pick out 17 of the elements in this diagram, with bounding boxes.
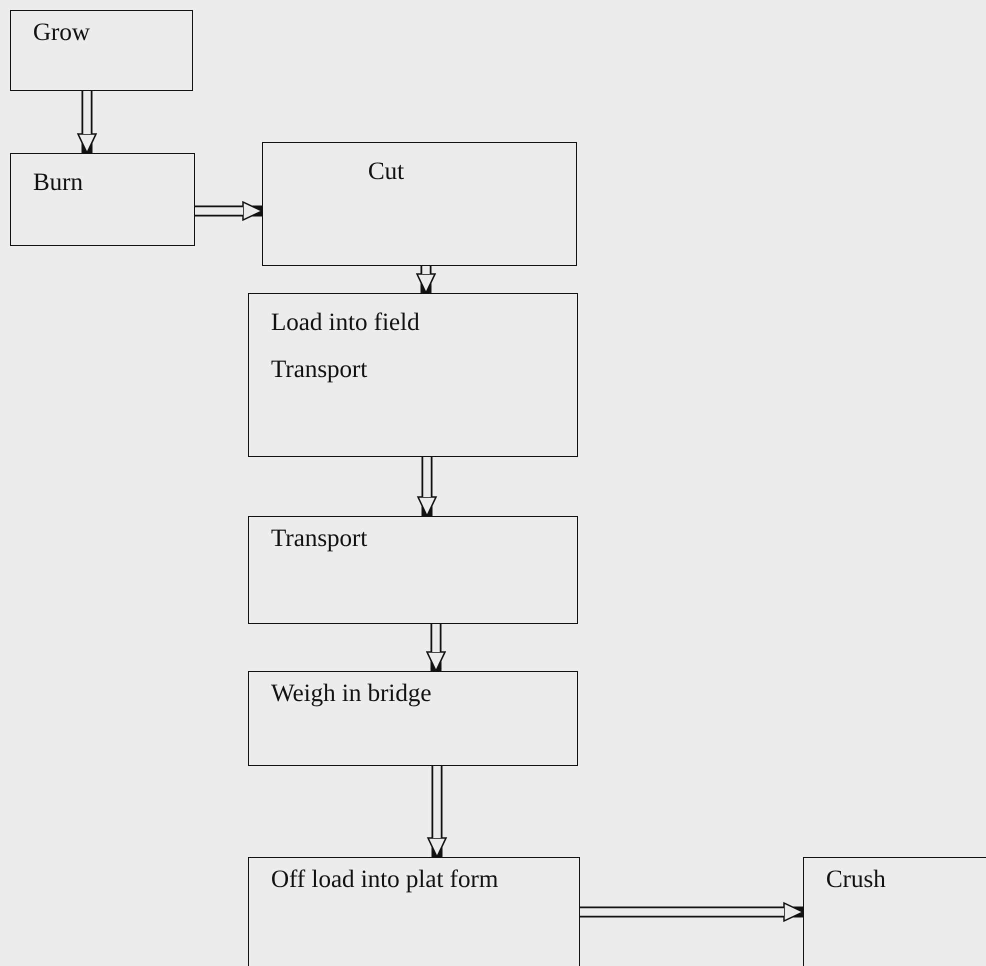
process-box [248,857,580,966]
process-box [248,293,578,457]
step-label: Cut [368,158,404,186]
step-label: Load into field [271,309,420,337]
step-label: Crush [826,866,886,894]
process-box [803,857,986,966]
process-box [248,671,578,766]
process-box [10,153,195,246]
step-label: Transport [271,525,368,553]
step-label: Weigh in bridge [271,680,432,708]
step-label: Grow [33,19,90,47]
step-label: Burn [33,169,83,197]
process-box [248,516,578,624]
step-label: Transport [271,356,368,384]
process-box [262,142,577,266]
step-label: Off load into plat form [271,865,500,895]
process-box [10,10,193,91]
